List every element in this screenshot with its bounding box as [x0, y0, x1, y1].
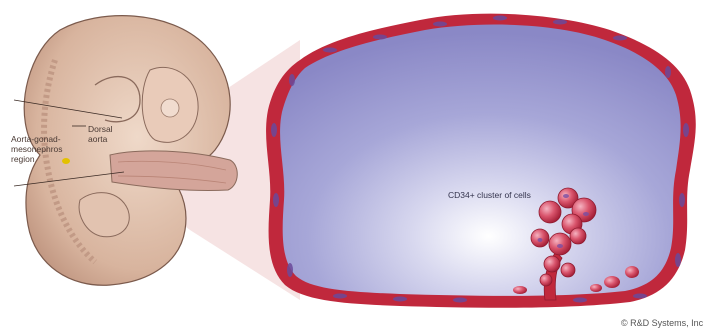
copyright-notice: © R&D Systems, Inc [621, 318, 703, 328]
dorsal-aorta-label: Dorsal aorta [88, 124, 134, 144]
vessel-cross-section [266, 14, 696, 308]
cd34-cluster-label: CD34+ cluster of cells [448, 190, 531, 200]
aorta-gonad-mesonephros-label: Aorta-gonad- mesonephros region [11, 134, 81, 164]
